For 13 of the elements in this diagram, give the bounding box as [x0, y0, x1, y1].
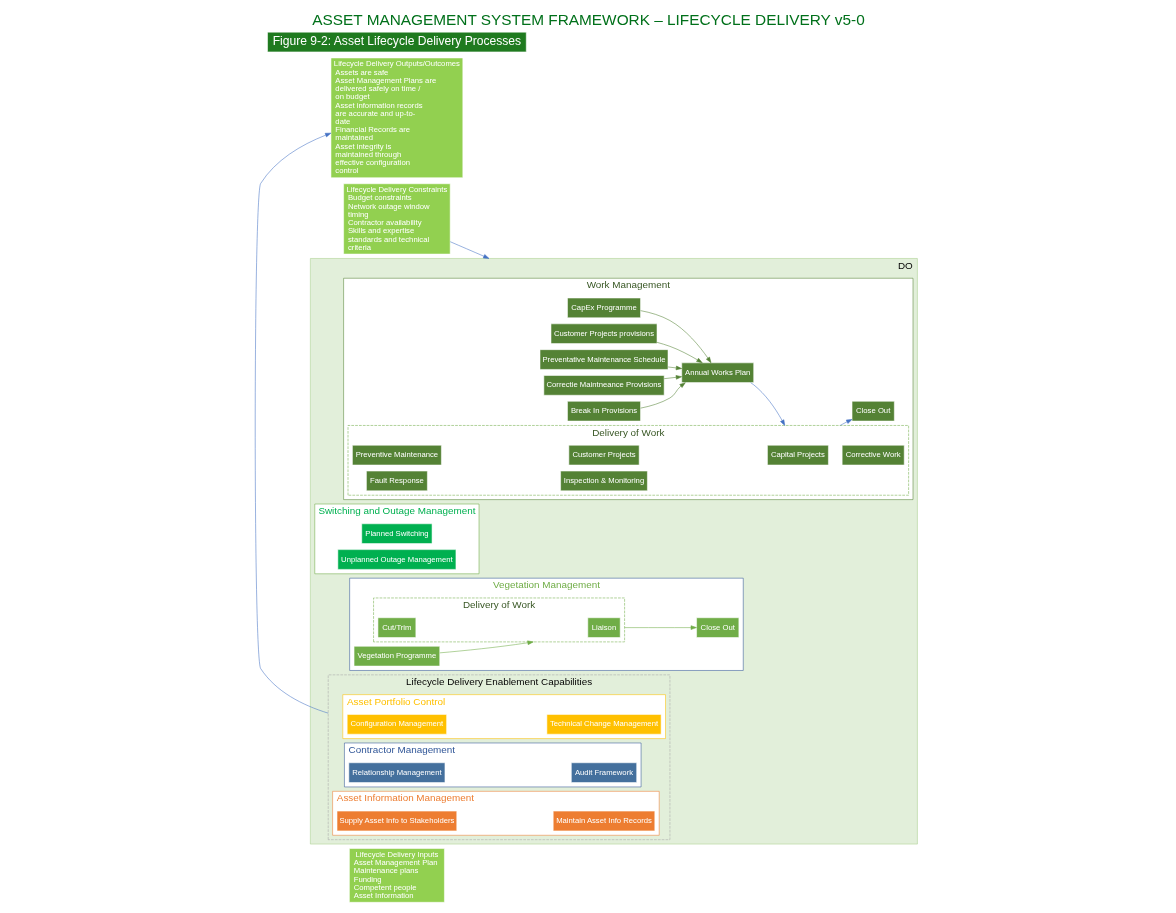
diagram-title: ASSET MANAGEMENT SYSTEM FRAMEWORK – LIFECYCLE DELIVERY v5-0	[311, 11, 865, 29]
caption: Figure 9-2: Asset Lifecycle Delivery Processes	[272, 34, 521, 49]
arrow	[449, 241, 489, 259]
arrow	[439, 640, 534, 654]
arrow	[254, 132, 331, 714]
arrow	[623, 625, 697, 630]
arrow	[749, 382, 785, 426]
arrow	[656, 342, 702, 364]
arrow	[839, 419, 852, 426]
arrow	[639, 310, 711, 363]
arrow	[663, 375, 682, 380]
arrow	[667, 365, 682, 371]
arrow	[639, 382, 686, 409]
